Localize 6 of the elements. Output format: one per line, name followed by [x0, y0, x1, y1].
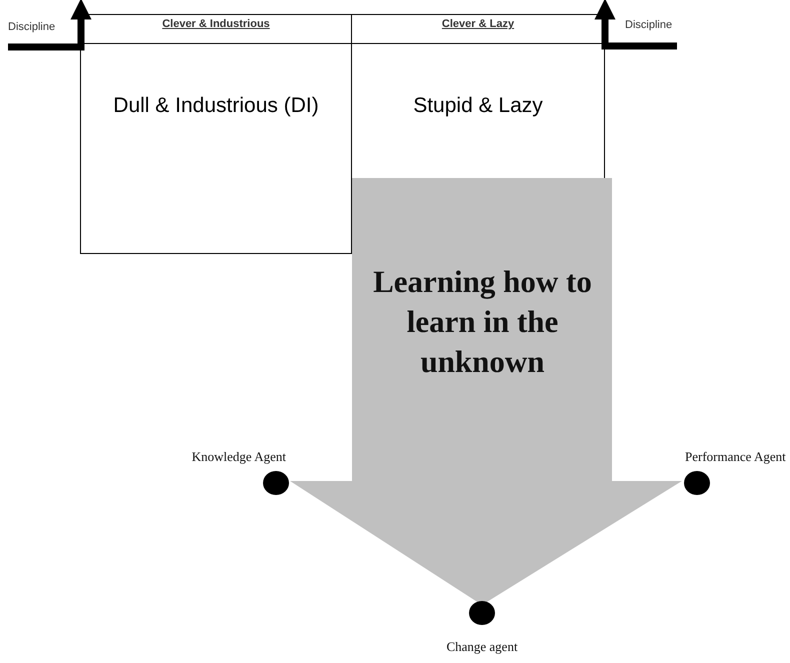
axis-label: Discipline: [625, 19, 672, 31]
arrow-heading: Learning how to learn in the unknown: [372, 263, 593, 381]
agent-label: Knowledge Agent: [192, 449, 286, 465]
agent-label: Change agent: [446, 639, 518, 655]
axis-label: Discipline: [8, 21, 56, 33]
agent-label: Performance Agent: [685, 449, 786, 465]
